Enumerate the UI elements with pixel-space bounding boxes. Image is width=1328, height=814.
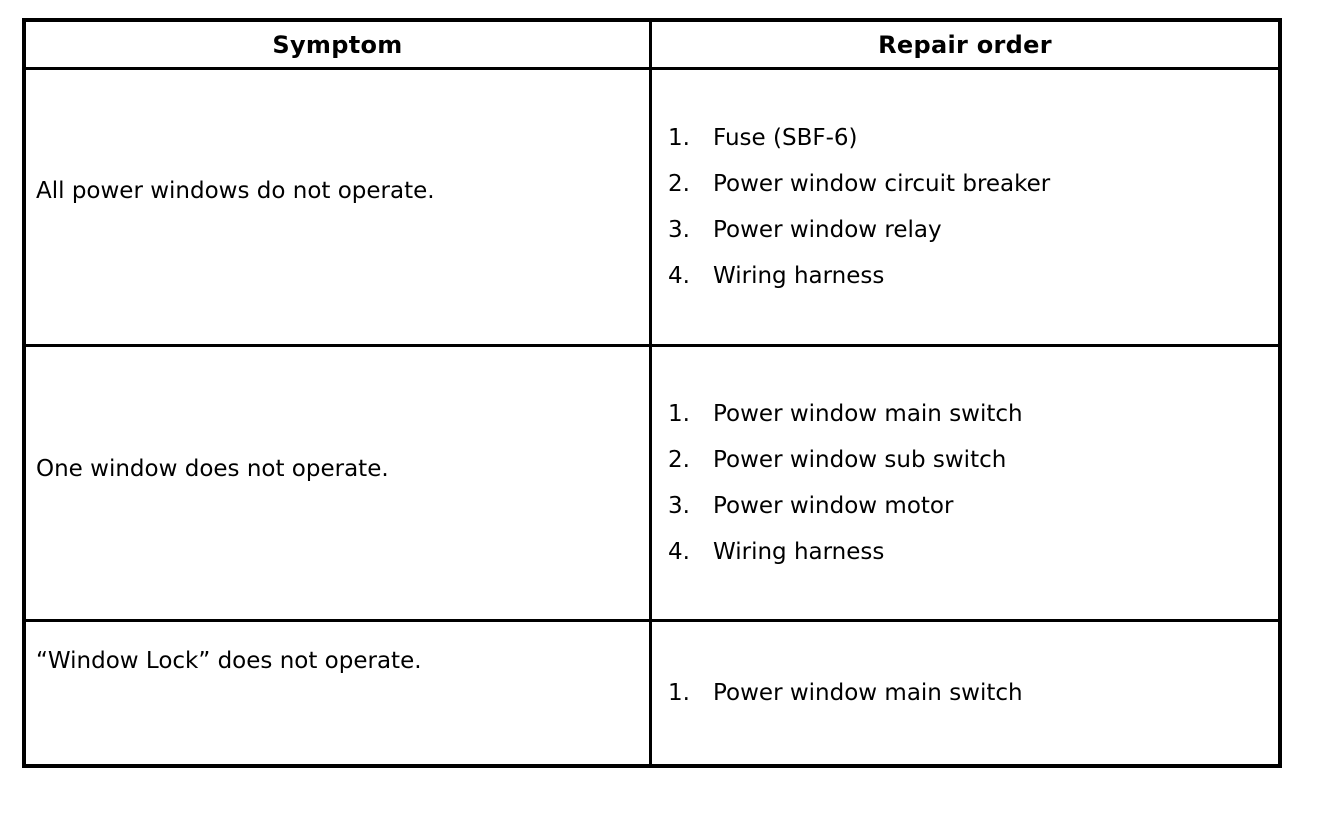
symptom-repair-table: Symptom Repair order All power windows d… [22, 18, 1282, 768]
repair-item-number: 2. [668, 447, 690, 473]
repair-item-number: 1. [668, 401, 690, 427]
repair-item-number: 3. [668, 493, 690, 519]
repair-item-number: 1. [668, 125, 690, 151]
repair-item: 4. Wiring harness [668, 529, 1278, 575]
repair-item: 4. Wiring harness [668, 253, 1278, 299]
repair-item-number: 3. [668, 217, 690, 243]
symptom-cell-row2: One window does not operate. [26, 347, 652, 622]
repair-item-label: Power window circuit breaker [713, 171, 1051, 197]
repair-item: 1. Power window main switch [668, 391, 1278, 437]
repair-cell-row1: 1. Fuse (SBF-6) 2. Power window circuit … [652, 70, 1278, 347]
symptom-cell-row1: All power windows do not operate. [26, 70, 652, 347]
repair-item-number: 4. [668, 539, 690, 565]
repair-item-label: Power window relay [713, 217, 942, 243]
symptom-cell-row3: “Window Lock” does not operate. [26, 622, 652, 764]
repair-item: 1. Power window main switch [668, 670, 1278, 716]
repair-item-number: 2. [668, 171, 690, 197]
repair-item-number: 4. [668, 263, 690, 289]
repair-item-label: Power window sub switch [713, 447, 1007, 473]
repair-item: 1. Fuse (SBF-6) [668, 115, 1278, 161]
repair-item: 3. Power window motor [668, 483, 1278, 529]
repair-item-label: Wiring harness [713, 263, 885, 289]
repair-item: 2. Power window circuit breaker [668, 161, 1278, 207]
repair-item-number: 1. [668, 680, 690, 706]
repair-item-label: Power window main switch [713, 680, 1023, 706]
repair-item-label: Power window motor [713, 493, 954, 519]
repair-item: 2. Power window sub switch [668, 437, 1278, 483]
header-cell-symptom: Symptom [26, 22, 652, 70]
repair-item-label: Fuse (SBF-6) [713, 125, 858, 151]
repair-cell-row3: 1. Power window main switch [652, 622, 1278, 764]
repair-item: 3. Power window relay [668, 207, 1278, 253]
repair-cell-row2: 1. Power window main switch 2. Power win… [652, 347, 1278, 622]
repair-item-label: Wiring harness [713, 539, 885, 565]
header-cell-repair-order: Repair order [652, 22, 1278, 70]
repair-item-label: Power window main switch [713, 401, 1023, 427]
